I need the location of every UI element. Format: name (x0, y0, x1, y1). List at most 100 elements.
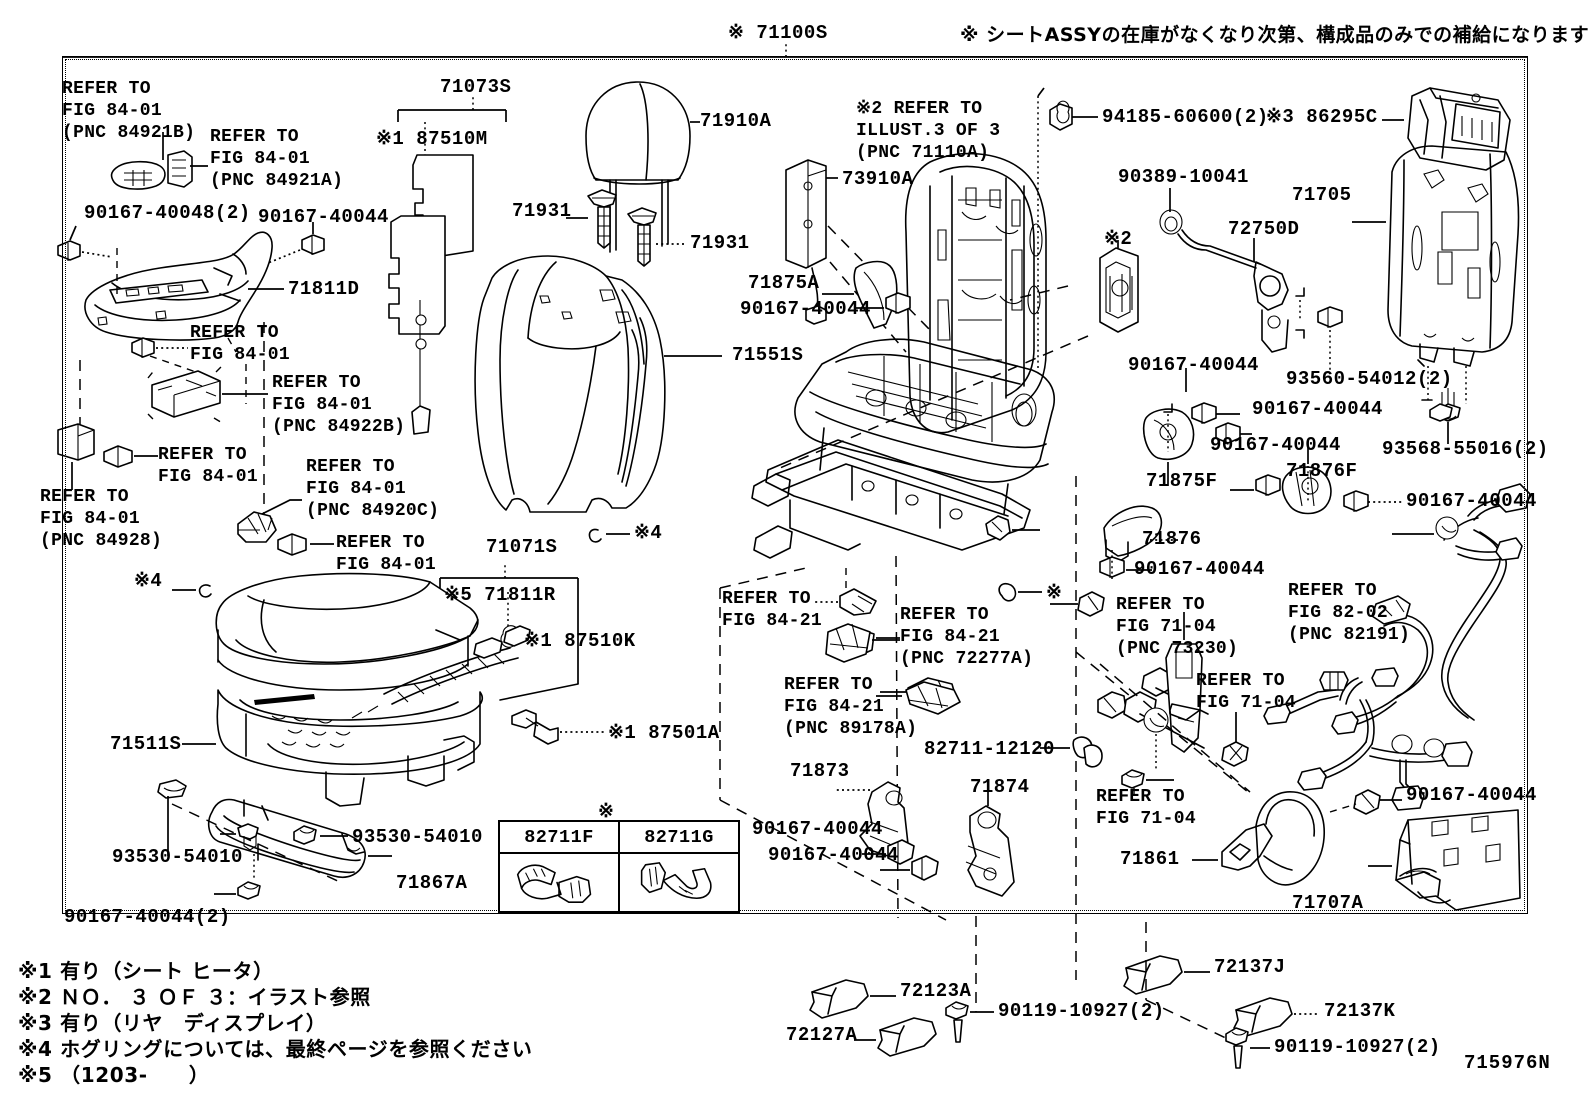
part-71875f: 71875F (1146, 470, 1218, 492)
lever-71861 (1192, 790, 1402, 885)
part-90167-40044-e: 90167-40044 (1210, 434, 1341, 456)
screw-90119-10927-a (946, 1002, 994, 1042)
part-73910a: 73910A (842, 168, 914, 190)
hog-ring-star4-b (589, 529, 630, 541)
part-72123a: 72123A (900, 980, 972, 1002)
refer-8421-a: REFER TO FIG 84-21 (722, 589, 822, 631)
hog-ring-star4-a (172, 585, 211, 597)
dotted-divider-tip (1038, 88, 1044, 96)
seat-heater-pad-87510m (389, 155, 473, 434)
screw-93568-55016 (1430, 404, 1452, 421)
part-71707a: 71707A (1292, 892, 1364, 914)
nut-94185-60600 (1050, 101, 1098, 130)
footnote-3: ※3 有り（リヤ ディスプレイ） (18, 1011, 327, 1035)
part-90167-40044-a: 90167-40044 (258, 206, 389, 228)
hog-ring-star-center (999, 584, 1042, 601)
connector-89178a (876, 682, 960, 714)
refer-8401-c: REFER TO FIG 84-01 (336, 533, 436, 575)
refer-pnc-84921b: REFER TO FIG 84-01 (PNC 84921B) (62, 79, 196, 143)
clip-87501a (512, 710, 604, 744)
refer-7104-a: REFER TO FIG 71-04 (1196, 671, 1296, 713)
star4-label-a: ※4 (134, 570, 163, 592)
clip-table-header-82711f: 82711F (500, 822, 620, 852)
part-71867a: 71867A (396, 872, 468, 894)
part-87510k: ※1 87510K (524, 630, 636, 652)
side-airbag-73910a (786, 160, 930, 352)
part-72127a: 72127A (786, 1024, 858, 1046)
part-90167-40044-f: 90167-40044 (1406, 490, 1537, 512)
part-71551s: 71551S (732, 344, 804, 366)
dash-region-5b (1146, 1000, 1230, 1040)
display-housing-86295c (1382, 88, 1510, 170)
part-71811d: 71811D (288, 278, 360, 300)
part-71511s: 71511S (110, 733, 182, 755)
seat-belt-buckle-73230 (1100, 612, 1250, 792)
dash-region-2 (896, 556, 898, 918)
bracket-71874 (966, 784, 1014, 896)
part-90167-40044-c: 90167-40044 (1128, 354, 1259, 376)
assembly-label-71100s: ※ 71100S (728, 22, 828, 44)
footnote-2: ※2 ＮＯ． ３ ＯＦ ３：イラスト参照 (18, 985, 371, 1009)
seat-cushion-71511s (182, 574, 530, 806)
clip-72123a (810, 980, 896, 1018)
part-93568-55016-2: 93568-55016(2) (1382, 438, 1549, 460)
part-71861: 71861 (1120, 848, 1180, 870)
refer-8401-a: REFER TO FIG 84-01 (190, 323, 290, 365)
refer-illust3-71110a: ※2 REFER TO ILLUST.3 OF 3 (PNC 71110A) (856, 99, 1001, 163)
headrest-bolt-71931-a (566, 190, 616, 248)
part-71931-a: 71931 (512, 200, 572, 222)
part-90167-40044-j: 90167-40044 (1406, 784, 1537, 806)
dash-region-1c (720, 800, 946, 920)
part-90167-40044-b: 90167-40044 (740, 298, 871, 320)
part-71910a: 71910A (700, 110, 772, 132)
footnote-4: ※4 ホグリングについては、最終ページを参照ください (18, 1037, 533, 1061)
part-72137k: 72137K (1324, 1000, 1396, 1022)
refer-8401-b: REFER TO FIG 84-01 (158, 445, 258, 487)
part-90167-40044-i: 90167-40044 (768, 844, 899, 866)
part-90119-10927-2b: 90119-10927(2) (1274, 1036, 1441, 1058)
clip-variant-table: 82711F 82711G (498, 820, 740, 913)
refer-pnc-72277a: REFER TO FIG 84-21 (PNC 72277A) (900, 605, 1034, 669)
clip-table-cell-82711g (620, 854, 738, 913)
bracket-71875a (822, 262, 910, 328)
bracket-71876 (1100, 506, 1180, 582)
cushion-shield-71867a (158, 780, 392, 899)
part-71876f: 71876F (1286, 460, 1358, 482)
part-87501a: ※1 87501A (608, 722, 720, 744)
bracket-71073s (398, 96, 506, 160)
refer-7104-b: REFER TO FIG 71-04 (1096, 787, 1196, 829)
part-71874: 71874 (970, 776, 1030, 798)
bracket-71873 (836, 782, 938, 880)
panel-71707a (1368, 810, 1520, 910)
headrest-bolt-71931-b (628, 208, 686, 266)
part-93560-54012-2: 93560-54012(2) (1286, 368, 1453, 390)
refer-pnc-89178a: REFER TO FIG 84-21 (PNC 89178A) (784, 675, 918, 739)
refer-pnc-84920c: REFER TO FIG 84-01 (PNC 84920C) (306, 457, 440, 521)
part-90167-40044-g: 90167-40044 (1134, 558, 1265, 580)
clip-82711-12120 (1040, 737, 1102, 767)
part-71705: 71705 (1292, 184, 1352, 206)
star-mid-small: ※ (1046, 582, 1063, 604)
recliner-module-star2 (780, 240, 1138, 468)
drawing-id: 715976N (1464, 1052, 1551, 1074)
part-94185-60600-2: 94185-60600(2) (1102, 106, 1269, 128)
seat-frame-assembly (752, 154, 1054, 558)
clip-72137k (1234, 998, 1320, 1036)
part-93530-54010-a: 93530-54010 (352, 826, 483, 848)
part-72750d: 72750D (1228, 218, 1300, 240)
bracket-71875f (1144, 368, 1252, 486)
part-71876: 71876 (1142, 528, 1202, 550)
part-84920c-clip (238, 500, 334, 555)
part-93530-54010-b: 93530-54010 (112, 846, 243, 868)
refer-pnc-84922b: REFER TO FIG 84-01 (PNC 84922B) (272, 373, 406, 437)
part-71073s: 71073S (440, 76, 512, 98)
clip-table-header-82711g: 82711G (644, 826, 714, 848)
part-90167-40048-2: 90167-40048(2) (84, 202, 251, 224)
clip-table-star: ※ (598, 801, 614, 823)
part-71071s: 71071S (486, 536, 558, 558)
assembly-bracket-71100s (62, 44, 1528, 57)
refer-pnc-82191: REFER TO FIG 82-02 (PNC 82191) (1288, 581, 1411, 645)
clip-72127a (854, 1018, 936, 1056)
part-87510m: ※1 87510M (376, 128, 488, 150)
